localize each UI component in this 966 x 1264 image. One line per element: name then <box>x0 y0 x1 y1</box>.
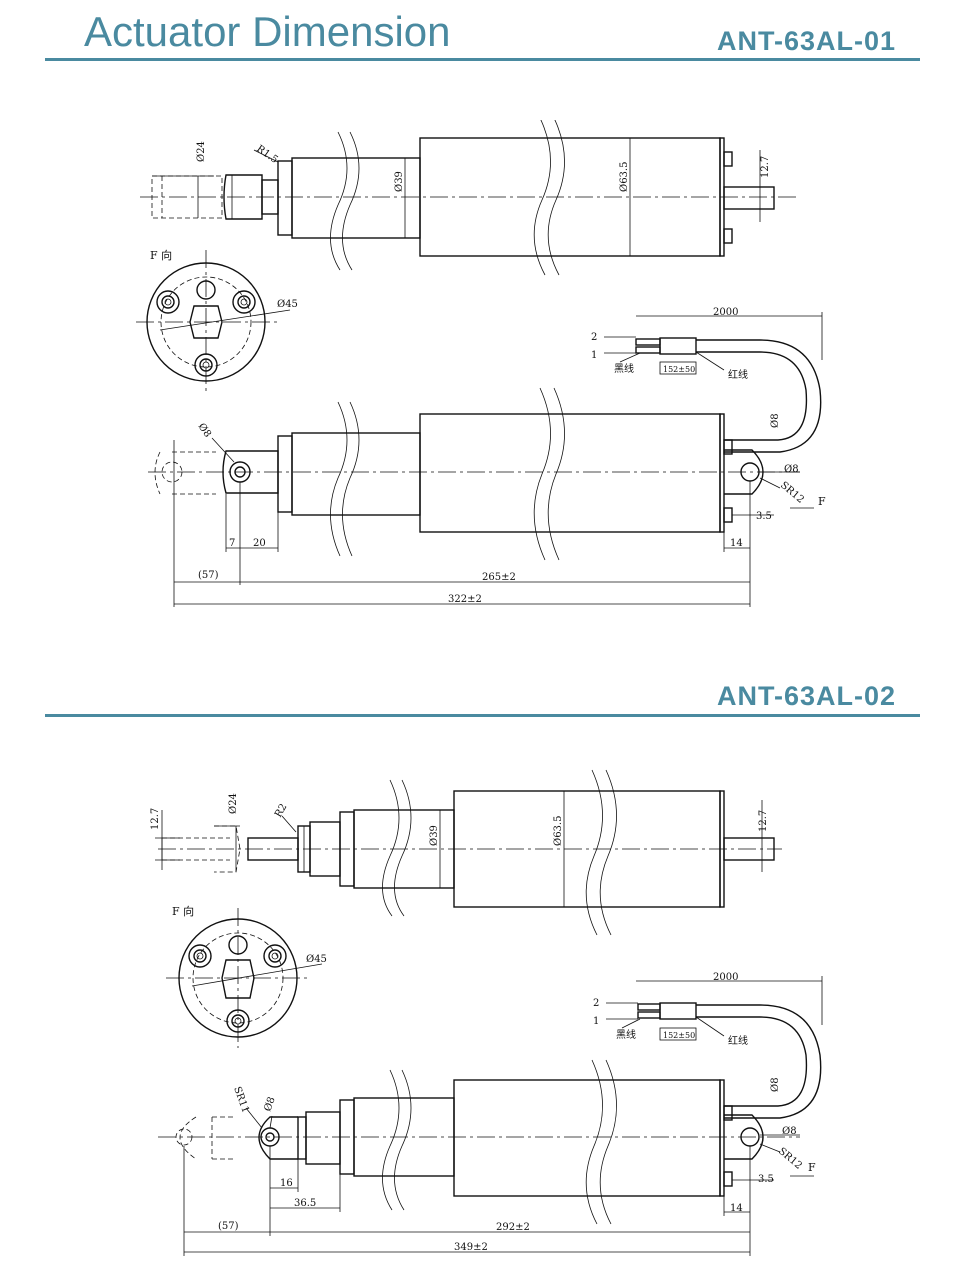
dim-pin-width: 12.7 <box>760 156 771 178</box>
dim-front-radius: SR11 <box>231 1085 251 1114</box>
dim-bolt-circle-02: Ø45 <box>306 954 327 965</box>
header-rule-01 <box>45 58 920 61</box>
dim-14-02: 14 <box>730 1203 743 1214</box>
cable-assembly: 2000 2 1 黑线 152±50 红线 <box>591 307 823 453</box>
dim-fillet-radius: R1.5 <box>254 143 280 165</box>
dim-front-pin-width: 12.7 <box>150 808 161 830</box>
dim-cable-diameter: Ø8 <box>770 413 781 428</box>
dim-body-diameter-02: Ø63.5 <box>553 816 564 846</box>
model-title-01: ANT-63AL-01 <box>717 26 897 56</box>
dim-rod-diameter-02: Ø24 <box>228 793 239 814</box>
dim-retracted-length: 265±2 <box>482 572 516 583</box>
label-black-wire-02: 黑线 <box>616 1028 636 1041</box>
dim-rear-pin-width: 12.7 <box>758 810 769 832</box>
side-view-bottom: Ø8 Ø8 Ø8 SR12 F 3.5 7 20 14 (57) 265±2 3… <box>148 387 826 607</box>
label-red-wire: 红线 <box>728 368 748 381</box>
drawing-ant-63al-02: 12.7 Ø24 R2 Ø39 Ø63.5 12.7 F 向 Ø45 2000 … <box>150 769 823 1256</box>
model-title-02: ANT-63AL-02 <box>717 681 897 711</box>
end-view-f-02: F 向 Ø45 <box>166 904 327 1048</box>
dim-7: 7 <box>229 538 235 549</box>
dim-16: 16 <box>280 1178 293 1189</box>
cable-assembly-02: 2000 2 1 黑线 152±50 红线 <box>593 972 823 1119</box>
dim-bolt-circle: Ø45 <box>277 299 298 310</box>
dim-front-pin-diameter-02: Ø8 <box>262 1096 277 1113</box>
dim-retracted-length-02: 292±2 <box>496 1222 530 1233</box>
dim-offset: 3.5 <box>756 511 772 522</box>
drawing-ant-63al-01: Ø24 R1.5 Ø39 Ø63.5 12.7 F 向 Ø45 2000 2 1 <box>136 120 826 607</box>
label-wire-1-02: 1 <box>593 1016 599 1027</box>
dim-tube-diameter: Ø39 <box>394 171 405 192</box>
dim-rear-radius-02: SR12 <box>776 1146 804 1172</box>
dim-tube-diameter-02: Ø39 <box>429 825 440 846</box>
dim-cable-length: 2000 <box>713 307 738 318</box>
dim-stroke-02: (57) <box>218 1221 239 1232</box>
dim-extended-length: 322±2 <box>448 594 482 605</box>
page-title: Actuator Dimension <box>84 8 451 55</box>
label-wire-2: 2 <box>591 332 597 343</box>
label-wire-2-02: 2 <box>593 998 599 1009</box>
dim-strip-length-02: 152±50 <box>663 1031 695 1040</box>
dim-rear-radius: SR12 <box>778 480 806 506</box>
dim-fillet-radius-02: R2 <box>273 802 289 820</box>
side-view-bottom-02: SR11 Ø8 Ø8 Ø8 SR12 F 3.5 16 36.5 14 (57)… <box>158 1059 816 1256</box>
dim-36-5: 36.5 <box>294 1198 316 1209</box>
label-force-direction-02: F <box>808 1161 816 1174</box>
dim-offset-02: 3.5 <box>758 1174 774 1185</box>
dim-body-diameter: Ø63.5 <box>619 162 630 192</box>
side-view-top: Ø24 R1.5 Ø39 Ø63.5 12.7 <box>140 120 800 276</box>
dim-cable-diameter-02: Ø8 <box>770 1077 781 1092</box>
dim-extended-length-02: 349±2 <box>454 1242 488 1253</box>
dim-front-pin-diameter: Ø8 <box>196 421 213 439</box>
dim-14: 14 <box>730 538 743 549</box>
label-force-direction: F <box>818 495 826 508</box>
label-black-wire: 黑线 <box>614 362 634 375</box>
dim-rear-pin-diameter-02: Ø8 <box>782 1126 797 1137</box>
dim-20: 20 <box>253 538 266 549</box>
label-wire-1: 1 <box>591 350 597 361</box>
label-f-view-02: F 向 <box>172 904 194 918</box>
dim-strip-length: 152±50 <box>663 365 695 374</box>
header-rule-02 <box>45 714 920 717</box>
side-view-top-02: 12.7 Ø24 R2 Ø39 Ø63.5 12.7 <box>150 769 782 936</box>
label-f-view: F 向 <box>150 248 172 262</box>
end-view-f: F 向 Ø45 <box>136 248 298 392</box>
label-red-wire-02: 红线 <box>728 1034 748 1047</box>
dim-rod-diameter: Ø24 <box>196 141 207 162</box>
dim-cable-length-02: 2000 <box>713 972 738 983</box>
dim-stroke: (57) <box>198 570 219 581</box>
dim-rear-pin-diameter: Ø8 <box>784 464 799 475</box>
